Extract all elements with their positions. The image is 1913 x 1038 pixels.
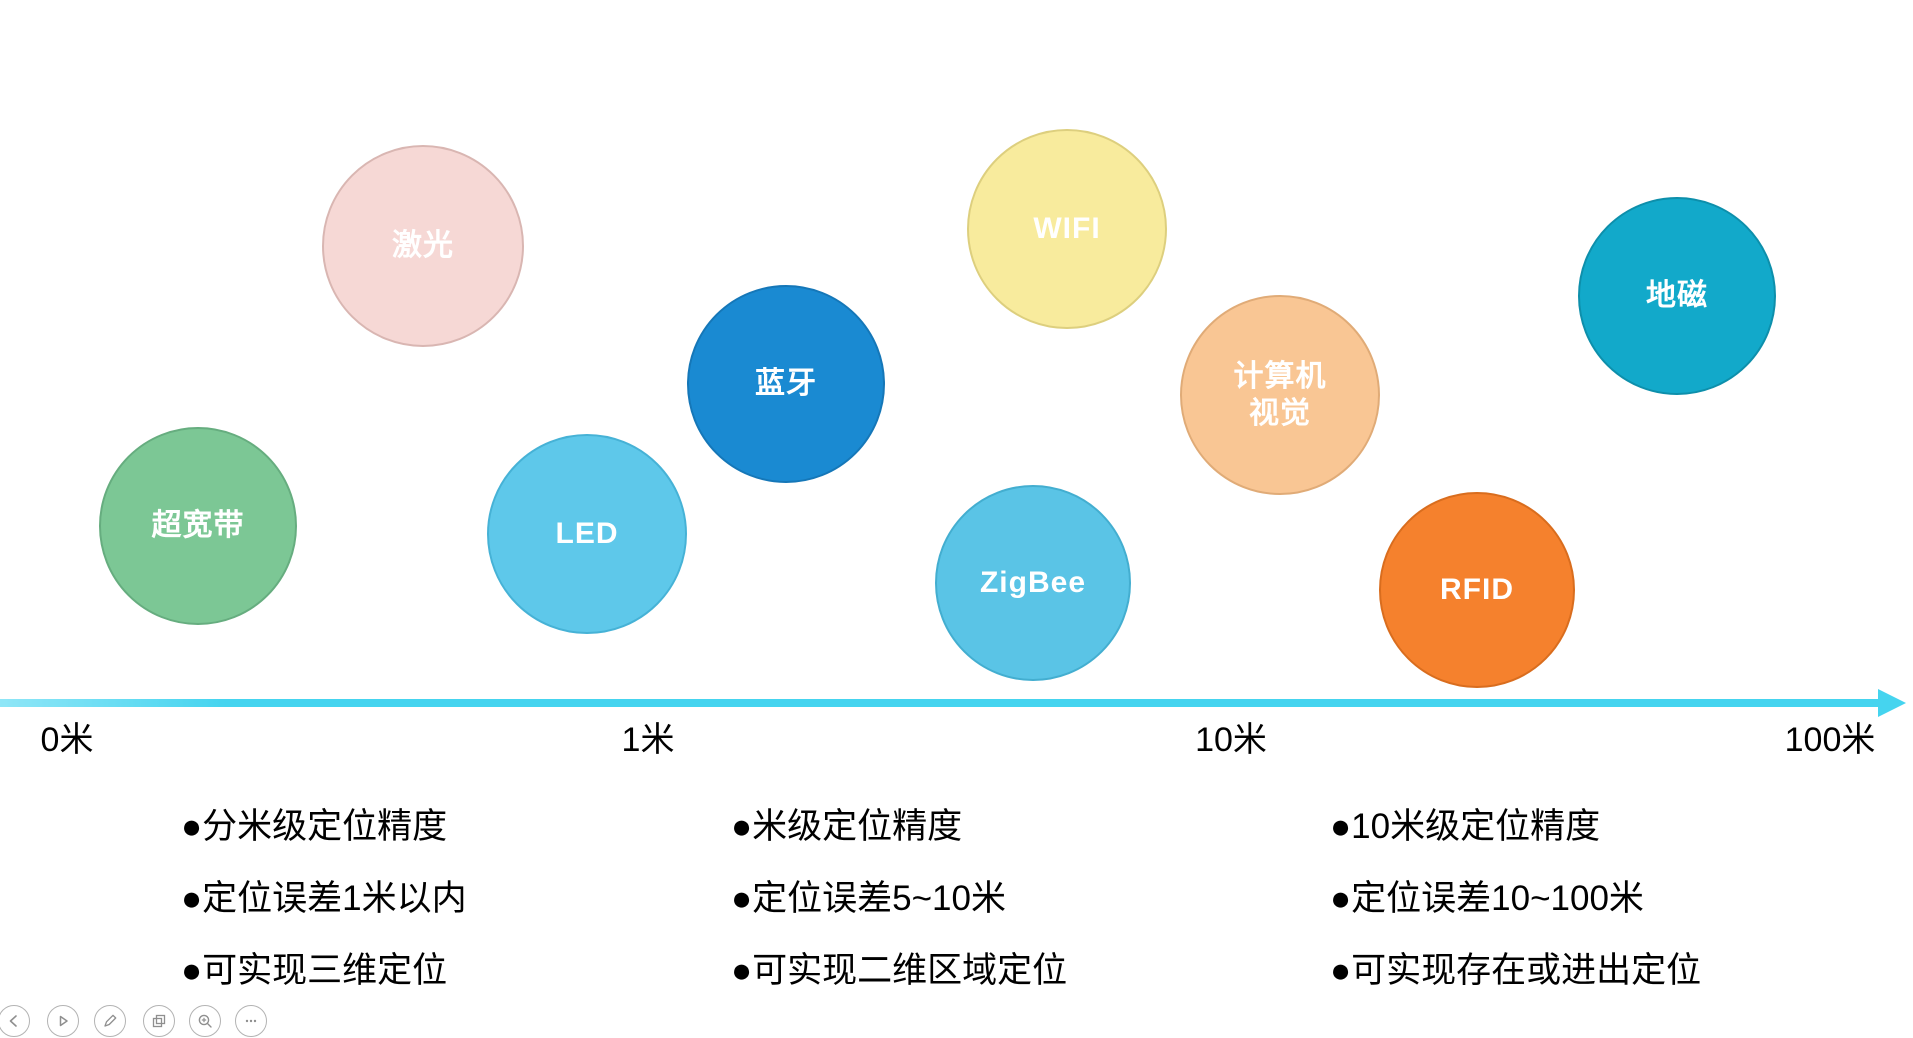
bubble-rfid-label: RFID: [1440, 573, 1514, 607]
annotate-button[interactable]: [94, 1005, 126, 1037]
note-item: ●定位误差5~10米: [731, 879, 1006, 918]
note-item: ●可实现二维区域定位: [731, 951, 1068, 990]
bubble-computer-vision-label: 计算机 视觉: [1233, 359, 1327, 431]
bubble-rfid: RFID: [1379, 492, 1575, 688]
previous-button[interactable]: [0, 1005, 30, 1037]
note-item: ●定位误差1米以内: [181, 879, 467, 918]
copy-icon: [150, 1012, 168, 1030]
bubble-laser-label: 激光: [392, 229, 454, 263]
play-button[interactable]: [47, 1005, 79, 1037]
note-item: ●10米级定位精度: [1330, 807, 1601, 846]
accuracy-axis-line: [0, 699, 1878, 707]
more-button[interactable]: [235, 1005, 267, 1037]
bubble-bluetooth: 蓝牙: [687, 285, 885, 483]
bubble-led: LED: [487, 434, 687, 634]
note-item: ●可实现三维定位: [181, 951, 448, 990]
bubble-wifi-label: WIFI: [1033, 212, 1101, 246]
note-item: ●可实现存在或进出定位: [1330, 951, 1702, 990]
bubble-zigbee: ZigBee: [935, 485, 1131, 681]
bubble-zigbee-label: ZigBee: [979, 566, 1087, 600]
axis-tick-label-10m: 10米: [1195, 721, 1267, 759]
note-item: ●米级定位精度: [731, 807, 963, 846]
bubble-computer-vision: 计算机 视觉: [1180, 295, 1380, 495]
zoom-button[interactable]: [189, 1005, 221, 1037]
magnifier-plus-icon: [196, 1012, 214, 1030]
bubble-geomagnetic: 地磁: [1578, 197, 1776, 395]
axis-tick-label-100m: 100米: [1784, 721, 1876, 759]
play-icon: [54, 1012, 72, 1030]
notes-column-10meter: ●10米级定位精度 ●定位误差10~100米 ●可实现存在或进出定位: [1330, 806, 1701, 1022]
bubble-uwb: 超宽带: [99, 427, 297, 625]
bubble-uwb-label: 超宽带: [151, 509, 245, 543]
bubble-geomagnetic-label: 地磁: [1646, 279, 1708, 313]
chevron-left-icon: [5, 1012, 23, 1030]
axis-tick-label-1m: 1米: [621, 721, 675, 759]
pen-icon: [101, 1012, 119, 1030]
bubble-led-label: LED: [555, 517, 619, 551]
note-item: ●定位误差10~100米: [1330, 879, 1644, 918]
note-item: ●分米级定位精度: [181, 807, 448, 846]
ellipsis-icon: [242, 1012, 260, 1030]
bubble-bluetooth-label: 蓝牙: [755, 367, 817, 401]
notes-column-decimeter: ●分米级定位精度 ●定位误差1米以内 ●可实现三维定位: [181, 806, 467, 1022]
bubble-wifi: WIFI: [967, 129, 1167, 329]
slides-overview-button[interactable]: [143, 1005, 175, 1037]
notes-column-meter: ●米级定位精度 ●定位误差5~10米 ●可实现二维区域定位: [731, 806, 1067, 1022]
axis-arrowhead: [1878, 689, 1906, 717]
bubble-laser: 激光: [322, 145, 524, 347]
axis-tick-label-0m: 0米: [40, 721, 94, 759]
